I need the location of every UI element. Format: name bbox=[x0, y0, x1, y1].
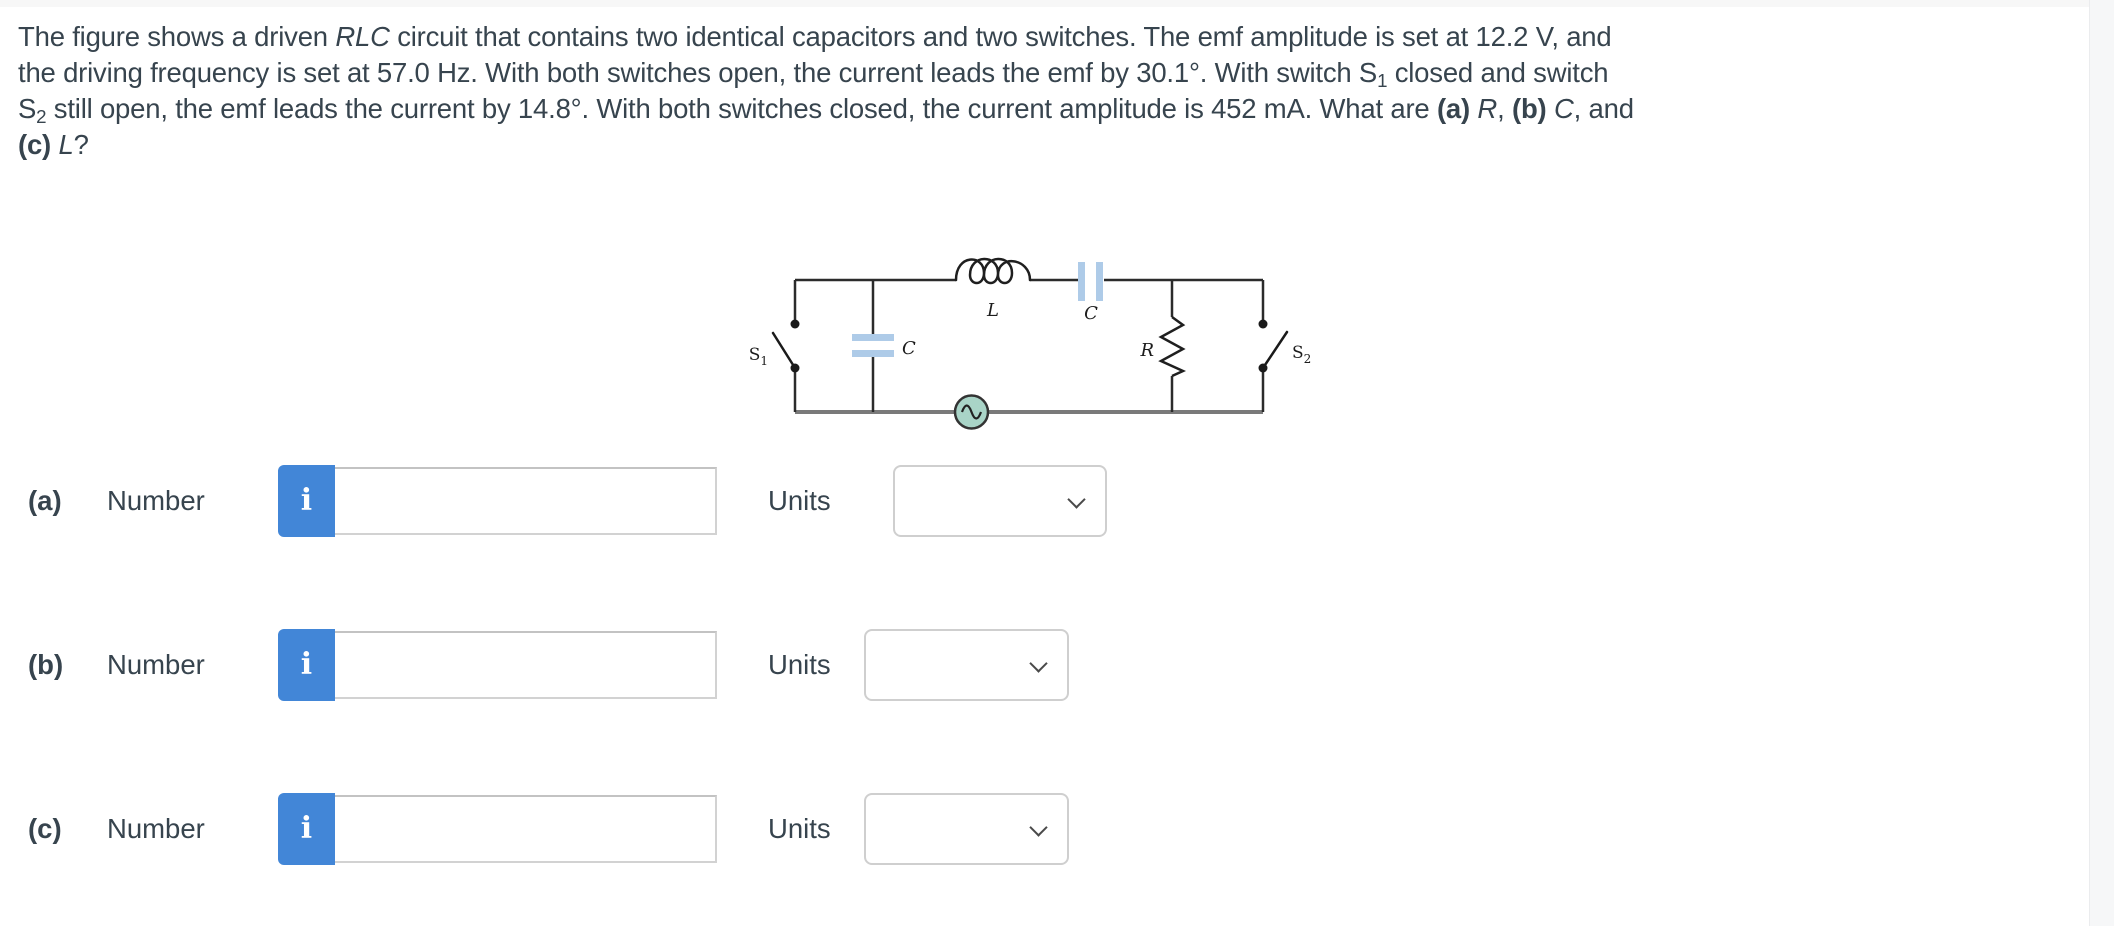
parallel-capacitor-label: C bbox=[902, 338, 916, 359]
answer-row-a: (a) Number i Units bbox=[0, 465, 2090, 537]
switch-s1: S1 bbox=[749, 280, 800, 412]
info-button[interactable]: i bbox=[278, 793, 335, 865]
series-capacitor: C bbox=[1078, 262, 1103, 324]
resistor: R bbox=[1139, 280, 1187, 412]
resistor-label: R bbox=[1139, 340, 1154, 361]
page-top-strip bbox=[0, 0, 2114, 7]
circuit-svg: S1 C L C R bbox=[749, 257, 1311, 430]
part-label: (a) bbox=[28, 485, 62, 516]
number-label: Number bbox=[107, 813, 205, 844]
switch-s2: S2 bbox=[1258, 280, 1311, 412]
switch-s2-blade bbox=[1261, 330, 1289, 370]
units-select-a[interactable] bbox=[893, 465, 1107, 537]
units-label: Units bbox=[768, 649, 831, 680]
problem-statement: The figure shows a driven RLC circuit th… bbox=[18, 19, 1634, 163]
info-button[interactable]: i bbox=[278, 465, 335, 537]
rlc-circuit-diagram: S1 C L C R bbox=[740, 240, 1360, 440]
ac-source bbox=[953, 394, 990, 430]
switch-s1-blade bbox=[771, 331, 797, 370]
series-capacitor-label: C bbox=[1084, 303, 1098, 324]
chevron-down-icon bbox=[1067, 490, 1086, 509]
capacitor-plate bbox=[852, 350, 894, 357]
inductor-coil bbox=[954, 257, 1032, 285]
switch-s1-label: S1 bbox=[749, 345, 768, 368]
number-input-b[interactable] bbox=[335, 631, 717, 699]
problem-line-1: The figure shows a driven RLC circuit th… bbox=[18, 21, 1612, 52]
number-input-c[interactable] bbox=[335, 795, 717, 863]
problem-line-4: (c) L? bbox=[18, 129, 89, 160]
scrollbar-gutter bbox=[2089, 0, 2114, 926]
number-label: Number bbox=[107, 485, 205, 516]
resistor-zigzag bbox=[1158, 315, 1187, 378]
chevron-down-icon bbox=[1029, 818, 1048, 837]
capacitor-plate bbox=[1078, 262, 1085, 301]
sine-wave-icon bbox=[960, 404, 983, 420]
answer-row-b: (b) Number i Units bbox=[0, 629, 2090, 701]
part-label: (b) bbox=[28, 649, 64, 680]
parallel-capacitor: C bbox=[852, 280, 916, 412]
info-button[interactable]: i bbox=[278, 629, 335, 701]
chevron-down-icon bbox=[1029, 654, 1048, 673]
units-label: Units bbox=[768, 813, 831, 844]
problem-line-3: S2 still open, the emf leads the current… bbox=[18, 93, 1634, 127]
answer-row-c: (c) Number i Units bbox=[0, 793, 2090, 865]
units-label: Units bbox=[768, 485, 831, 516]
capacitor-plate bbox=[852, 334, 894, 341]
units-select-c[interactable] bbox=[864, 793, 1069, 865]
switch-s2-label: S2 bbox=[1292, 343, 1311, 366]
capacitor-plate bbox=[1096, 262, 1103, 301]
inductor: L bbox=[954, 257, 1032, 321]
problem-line-2: the driving frequency is set at 57.0 Hz.… bbox=[18, 57, 1609, 91]
units-select-b[interactable] bbox=[864, 629, 1069, 701]
number-label: Number bbox=[107, 649, 205, 680]
number-input-a[interactable] bbox=[335, 467, 717, 535]
inductor-label: L bbox=[986, 300, 999, 321]
part-label: (c) bbox=[28, 813, 62, 844]
